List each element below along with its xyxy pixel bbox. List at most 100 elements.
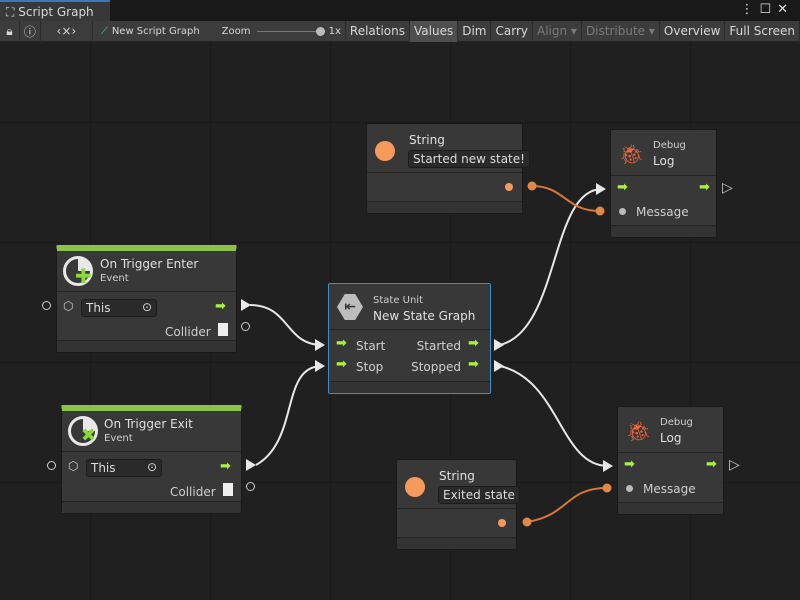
collider-output-port[interactable]	[241, 322, 250, 331]
stop-input-port[interactable]	[315, 360, 325, 372]
string-output-port[interactable]	[505, 183, 513, 191]
carry-button[interactable]: Carry	[491, 20, 533, 42]
state-unit-node[interactable]: ⇤ State Unit New State Graph ➡ Start Sta…	[328, 283, 491, 394]
values-button[interactable]: Values	[410, 20, 459, 42]
message-port-dot[interactable]	[626, 485, 633, 492]
target-field[interactable]: This⊙	[81, 299, 157, 317]
node-footer	[62, 501, 241, 513]
flow-out-arrow-icon[interactable]: ➡	[699, 180, 710, 195]
wire-exit-stop[interactable]	[255, 365, 323, 466]
flow-out-arrow-icon[interactable]: ➡	[468, 336, 479, 351]
node-title: New State Graph	[373, 309, 476, 323]
stopped-output-port[interactable]	[494, 360, 504, 372]
wire-string2-message[interactable]	[526, 487, 608, 523]
trigger-flow-output-port[interactable]	[246, 459, 256, 471]
node-title: Log	[660, 431, 682, 445]
flow-output-port[interactable]: ▷	[729, 457, 740, 473]
string-icon	[375, 141, 395, 161]
string-value-input[interactable]: Exited state	[438, 486, 520, 504]
x-icon: ✖	[81, 425, 97, 446]
collider-output-port[interactable]	[246, 482, 255, 491]
flow-out-arrow-icon[interactable]: ➡	[468, 357, 479, 372]
relations-button[interactable]: Relations	[346, 20, 410, 42]
target-field[interactable]: This⊙	[86, 459, 162, 477]
flow-output-port[interactable]: ▷	[722, 180, 733, 196]
node-category: Event	[100, 273, 129, 284]
zoom-slider[interactable]	[256, 21, 325, 42]
object-picker-icon[interactable]: ⊙	[141, 300, 152, 314]
zoom-value: 1x	[325, 20, 346, 42]
graph-icon: ⟋	[100, 25, 108, 37]
flow-in-arrow-icon[interactable]: ➡	[336, 357, 347, 372]
node-title: On Trigger Enter	[100, 257, 199, 271]
object-picker-icon[interactable]: ⊙	[146, 460, 157, 474]
on-trigger-exit-node[interactable]: ✖ On Trigger Exit Event ⬡ This⊙ ➡ Collid…	[61, 405, 242, 514]
port-dot[interactable]	[595, 206, 605, 216]
wire-string1-message[interactable]	[531, 185, 601, 212]
align-dropdown[interactable]: Align ▾	[533, 20, 582, 42]
overview-button[interactable]: Overview	[660, 20, 726, 42]
dim-button[interactable]: Dim	[458, 20, 492, 42]
trigger-flow-output-port[interactable]	[241, 299, 251, 311]
string-output-port[interactable]	[498, 519, 506, 527]
lock-icon[interactable]: 🔒︎	[0, 20, 20, 42]
wire-started-log1[interactable]	[499, 188, 603, 346]
tab-script-graph[interactable]: ⛶ Script Graph	[0, 0, 110, 21]
flow-out-arrow-icon[interactable]: ➡	[220, 459, 231, 474]
bug-icon: 🐞︎	[626, 419, 652, 443]
collider-output-label: Collider	[165, 325, 211, 339]
start-input-port[interactable]	[315, 339, 325, 351]
message-port-label: Message	[636, 205, 689, 219]
maximize-icon[interactable]: ☐	[759, 2, 778, 17]
close-icon[interactable]: ✕	[777, 2, 794, 17]
toolbar: 🔒︎ ⓘ ‹×› ⟋New Script Graph Zoom 1x Relat…	[0, 20, 800, 42]
node-footer	[57, 340, 236, 352]
distribute-dropdown[interactable]: Distribute ▾	[582, 20, 660, 42]
flow-in-arrow-icon[interactable]: ➡	[336, 336, 347, 351]
string-value-input[interactable]: Started new state!	[408, 150, 530, 168]
trigger-exit-icon	[68, 416, 98, 446]
flow-in-arrow-icon[interactable]: ➡	[617, 180, 628, 195]
string-node-started[interactable]: String Started new state!	[366, 123, 530, 214]
port-dot[interactable]	[527, 181, 537, 191]
info-icon[interactable]: ⓘ	[20, 20, 41, 42]
node-category: Debug	[660, 417, 693, 428]
hierarchy-icon: ⛶	[6, 5, 15, 19]
node-title: String	[409, 133, 445, 147]
variables-icon[interactable]: ‹×›	[41, 20, 93, 42]
node-title: Log	[653, 154, 675, 168]
zoom-label: Zoom	[221, 25, 251, 37]
node-category: Debug	[653, 140, 686, 151]
more-icon[interactable]: ⋮	[740, 2, 760, 17]
message-port-dot[interactable]	[619, 208, 626, 215]
node-category: State Unit	[373, 295, 424, 306]
node-footer	[611, 225, 716, 237]
graph-breadcrumb[interactable]: ⟋New Script Graph	[100, 25, 200, 37]
wire-enter-start[interactable]	[249, 304, 323, 346]
port-dot[interactable]	[602, 483, 612, 493]
flow-input-port[interactable]	[596, 183, 606, 195]
wire-stopped-log2[interactable]	[499, 365, 609, 467]
state-graph-icon: ⇤	[337, 294, 363, 320]
on-trigger-enter-node[interactable]: ✚ On Trigger Enter Event ⬡ This⊙ ➡ Colli…	[56, 245, 237, 353]
flow-input-port[interactable]	[603, 460, 613, 472]
flow-out-arrow-icon[interactable]: ➡	[706, 457, 717, 472]
node-footer	[397, 537, 516, 549]
debug-log-node-1[interactable]: 🐞︎ Debug Log ➡ ➡ Message	[610, 129, 717, 238]
string-node-exited[interactable]: String Exited state	[396, 459, 520, 550]
flow-in-arrow-icon[interactable]: ➡	[624, 457, 635, 472]
started-port-label: Started	[416, 339, 461, 353]
target-input-port[interactable]	[42, 301, 51, 310]
tab-bar: ⛶ Script Graph ⋮☐✕	[0, 0, 800, 21]
bug-icon: 🐞︎	[619, 142, 645, 166]
collider-icon	[218, 323, 228, 336]
full-screen-button[interactable]: Full Screen	[725, 20, 800, 42]
debug-log-node-2[interactable]: 🐞︎ Debug Log ➡ ➡ Message	[617, 406, 724, 515]
port-dot[interactable]	[522, 517, 532, 527]
target-input-port[interactable]	[47, 461, 56, 470]
start-port-label: Start	[356, 339, 386, 353]
started-output-port[interactable]	[494, 339, 504, 351]
node-title: On Trigger Exit	[104, 417, 193, 431]
message-port-label: Message	[643, 482, 696, 496]
flow-out-arrow-icon[interactable]: ➡	[215, 299, 226, 314]
